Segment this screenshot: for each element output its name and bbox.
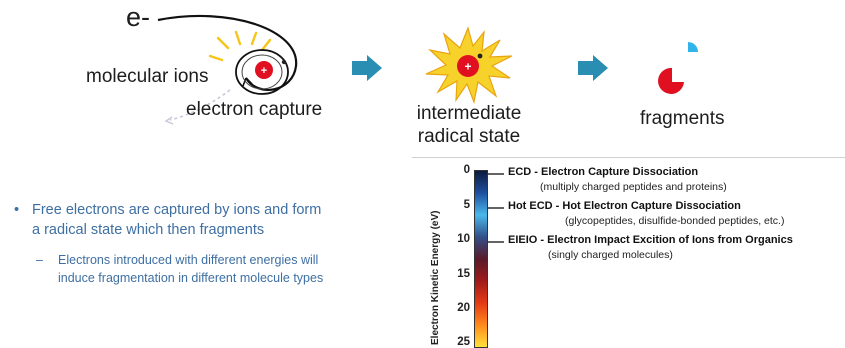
section-divider [412,157,845,158]
description-bullets: • Free electrons are captured by ions an… [14,200,409,287]
fragment-red [658,67,684,94]
process-arrow-icon [352,55,382,81]
energy-color-bar [474,170,488,348]
electron-path [157,14,298,91]
ecd-subtitle: (multiply charged peptides and proteins) [540,181,727,193]
electron-label: e- [126,2,151,32]
electron-dot [281,59,287,65]
electron-capture-illustration: + [157,14,298,125]
process-arrow-icon [578,55,608,81]
eieio-subtitle: (singly charged molecules) [548,249,673,261]
ecd-title: ECD - Electron Capture Dissociation [508,166,699,178]
electron-exit-arrowhead [164,116,174,125]
electron-capture-label: electron capture [186,99,323,120]
energy-tick-label: 15 [457,267,470,280]
molecular-ion [255,61,273,79]
svg-text:+: + [464,60,471,74]
hot-ecd-title: Hot ECD - Hot Electron Capture Dissociat… [508,200,741,212]
ion-orbit-outer [235,49,289,95]
sub-bullet: – Electrons introduced with different en… [14,251,409,287]
energy-tick-label: 0 [463,164,470,176]
bullet-dot-icon: • [14,202,20,218]
annotation-leaders [488,173,504,243]
electron-path-arrowhead [242,77,253,87]
energy-tick-label: 10 [457,233,470,245]
energy-tick-label: 20 [457,302,470,314]
energy-tick-label: 25 [457,336,470,348]
intermediate-line2: radical state [417,126,521,147]
intermediate-line1: intermediate [416,103,522,124]
radical-starburst-icon: + [425,26,513,105]
energy-tick-label: 5 [463,198,470,211]
fragments-icon [658,42,698,94]
sub-bullet-line1: Electrons introduced with different ener… [58,253,319,267]
ion-orbit-inner [241,54,283,90]
intermediate-radical-label: intermediate radical state [408,102,530,148]
sub-bullet-line2: induce fragmentation in different molecu… [58,271,324,285]
fragment-blue [688,42,698,52]
electron-exit-path [169,89,231,121]
sub-bullet-dash: – [36,253,43,267]
eieio-title: EIEIO - Electron Impact Excition of Ions… [508,234,793,246]
main-bullet-line1: Free electrons are captured by ions and … [32,202,322,218]
hot-ecd-subtitle: (glycopeptides, disulfide-bonded peptide… [565,215,785,227]
plus-charge-icon: + [261,65,267,77]
spark-rays [208,30,272,62]
molecular-ions-label: molecular ions [86,66,209,87]
main-bullet: • Free electrons are captured by ions an… [14,200,409,240]
fragments-label: fragments [640,108,725,129]
main-bullet-line2: a radical state which then fragments [32,222,265,238]
